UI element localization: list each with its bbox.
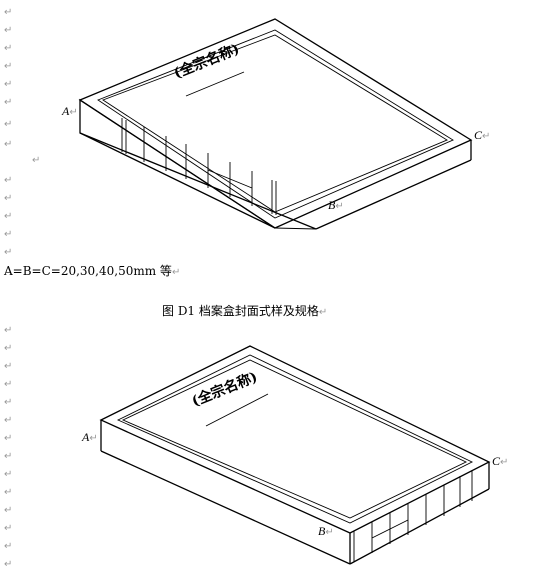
paragraph-mark: ↵ <box>4 397 13 408</box>
paragraph-mark: ↵ <box>4 193 13 204</box>
paragraph-mark: ↵ <box>32 155 41 166</box>
dimension-label-a: A↵ <box>82 430 98 444</box>
paragraph-mark: ↵ <box>4 379 13 390</box>
paragraph-mark: ↵ <box>4 119 13 130</box>
dimension-label-b: B↵ <box>318 524 334 538</box>
paragraph-mark: ↵ <box>4 97 13 108</box>
figure-caption: 图 D1 档案盒封面式样及规格↵ <box>162 304 328 318</box>
paragraph-mark: ↵ <box>4 211 13 222</box>
paragraph-mark: ↵ <box>4 361 13 372</box>
paragraph-mark: ↵ <box>4 7 13 18</box>
dimension-label-b: B↵ <box>328 198 344 212</box>
paragraph-mark: ↵ <box>4 451 13 462</box>
paragraph-mark: ↵ <box>4 61 13 72</box>
paragraph-mark: ↵ <box>4 559 13 570</box>
paragraph-mark: ↵ <box>4 415 13 426</box>
dimension-label-a: A↵ <box>62 104 78 118</box>
dimension-label-c: C↵ <box>492 454 509 468</box>
paragraph-mark: ↵ <box>4 469 13 480</box>
dimension-label-c: C↵ <box>474 128 491 142</box>
paragraph-mark: ↵ <box>4 541 13 552</box>
paragraph-mark: ↵ <box>4 325 13 336</box>
paragraph-mark: ↵ <box>4 175 13 186</box>
paragraph-mark: ↵ <box>4 139 13 150</box>
paragraph-mark: ↵ <box>4 25 13 36</box>
paragraph-mark: ↵ <box>4 523 13 534</box>
paragraph-mark: ↵ <box>4 43 13 54</box>
paragraph-mark: ↵ <box>4 505 13 516</box>
paragraph-mark: ↵ <box>4 433 13 444</box>
paragraph-mark: ↵ <box>4 79 13 90</box>
paragraph-mark: ↵ <box>4 247 13 258</box>
size-note: A=B=C=20,30,40,50mm 等↵ <box>4 264 181 278</box>
paragraph-mark: ↵ <box>4 343 13 354</box>
paragraph-mark: ↵ <box>4 487 13 498</box>
paragraph-mark: ↵ <box>4 229 13 240</box>
